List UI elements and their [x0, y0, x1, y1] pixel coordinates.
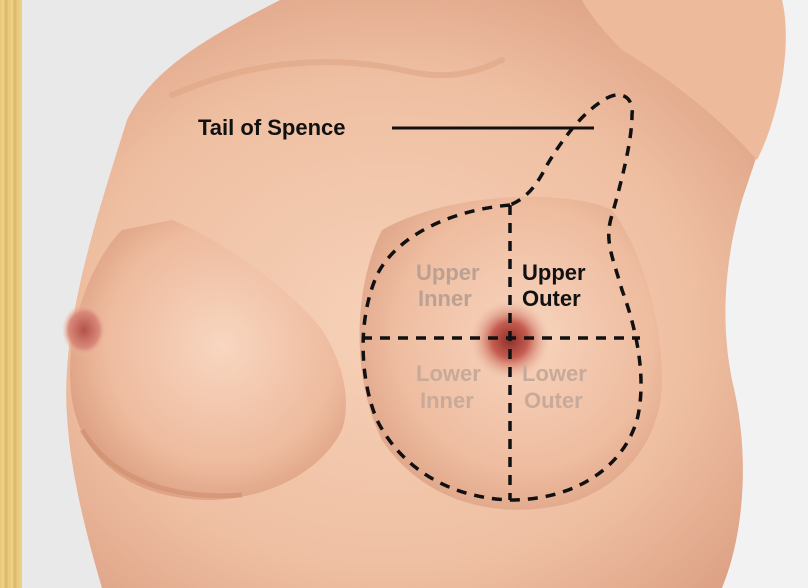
upper-inner-label-line2: Inner [418, 286, 472, 311]
lower-outer-label-line2: Outer [524, 388, 583, 413]
tail-of-spence-label: Tail of Spence [198, 115, 346, 140]
breast-quadrant-diagram: Tail of Spence Upper Inner Upper Outer L… [22, 0, 808, 588]
lower-inner-label-line2: Inner [420, 388, 474, 413]
upper-outer-label-line2: Outer [522, 286, 581, 311]
left-nipple [62, 304, 106, 356]
illustration-panel: Tail of Spence Upper Inner Upper Outer L… [22, 0, 808, 588]
lower-inner-label-line1: Lower [416, 361, 481, 386]
upper-inner-label-line1: Upper [416, 260, 480, 285]
upper-outer-label-line1: Upper [522, 260, 586, 285]
lower-outer-label-line1: Lower [522, 361, 587, 386]
